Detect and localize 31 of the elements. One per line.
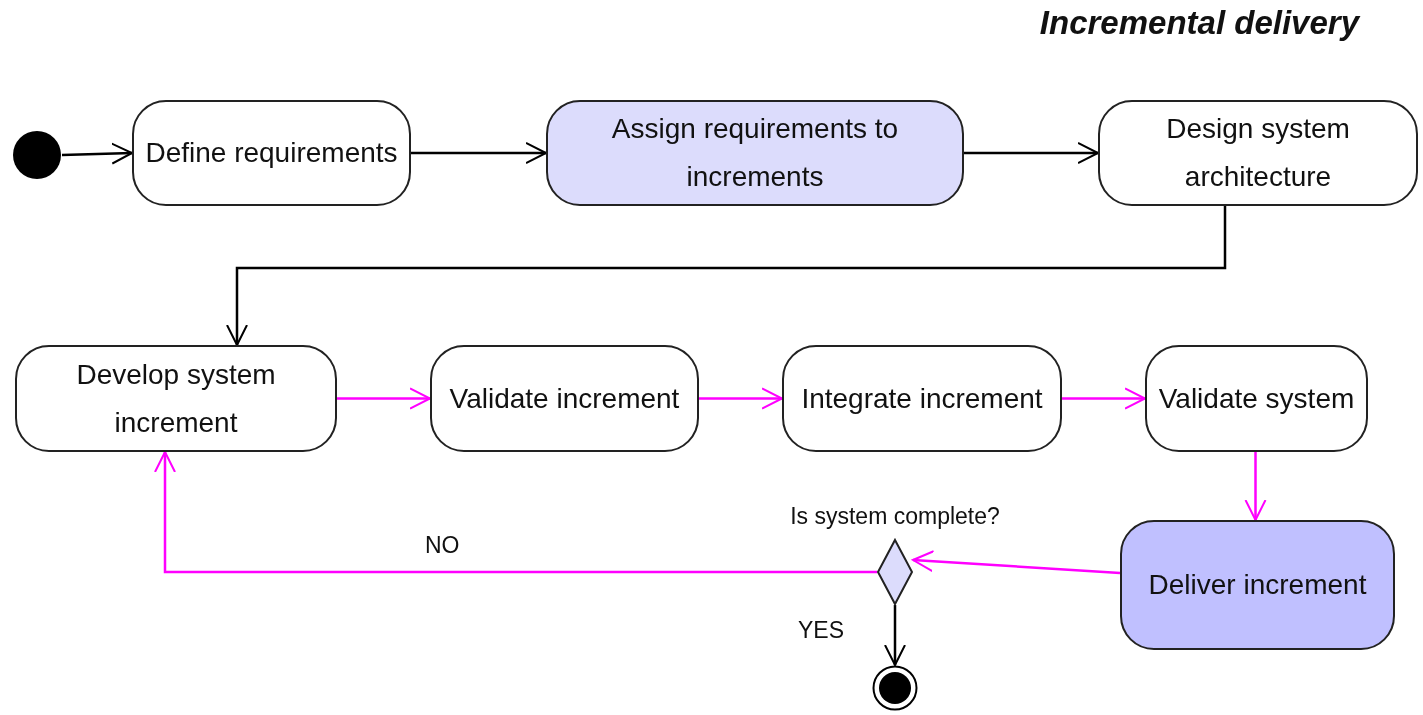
arrow <box>61 142 133 165</box>
arrow <box>964 142 1099 164</box>
decision-diamond <box>877 539 913 605</box>
arrow <box>1244 452 1267 521</box>
activity-label: Develop system increment <box>75 357 277 440</box>
activity-box <box>15 345 337 452</box>
activity-label: Design system architecture <box>1165 112 1351 194</box>
arrow <box>1062 387 1146 410</box>
arrow <box>912 550 1121 575</box>
initial-node <box>12 130 62 180</box>
activity-label: Define requirements <box>144 136 399 170</box>
arrow <box>699 387 783 410</box>
arrow <box>884 605 906 666</box>
activity-label: Assign requirements to increments <box>610 112 900 194</box>
final-node <box>872 665 918 711</box>
activity-label: Validate system <box>1157 381 1356 416</box>
activity-box <box>430 345 699 452</box>
activity-box <box>132 100 411 206</box>
activity-label: Integrate increment <box>800 381 1044 416</box>
diagram-title: Incremental delivery <box>1039 4 1359 42</box>
arrow <box>337 387 431 410</box>
arrow <box>411 142 547 164</box>
activity-label: Validate increment <box>448 381 681 416</box>
arrow <box>154 451 877 574</box>
activity-box <box>1120 520 1395 650</box>
activity-box <box>782 345 1062 452</box>
activity-box <box>546 100 964 206</box>
activity-box <box>1145 345 1368 452</box>
arrow <box>226 206 1227 346</box>
activity-label: Deliver increment <box>1147 568 1368 602</box>
activity-box <box>1098 100 1418 206</box>
